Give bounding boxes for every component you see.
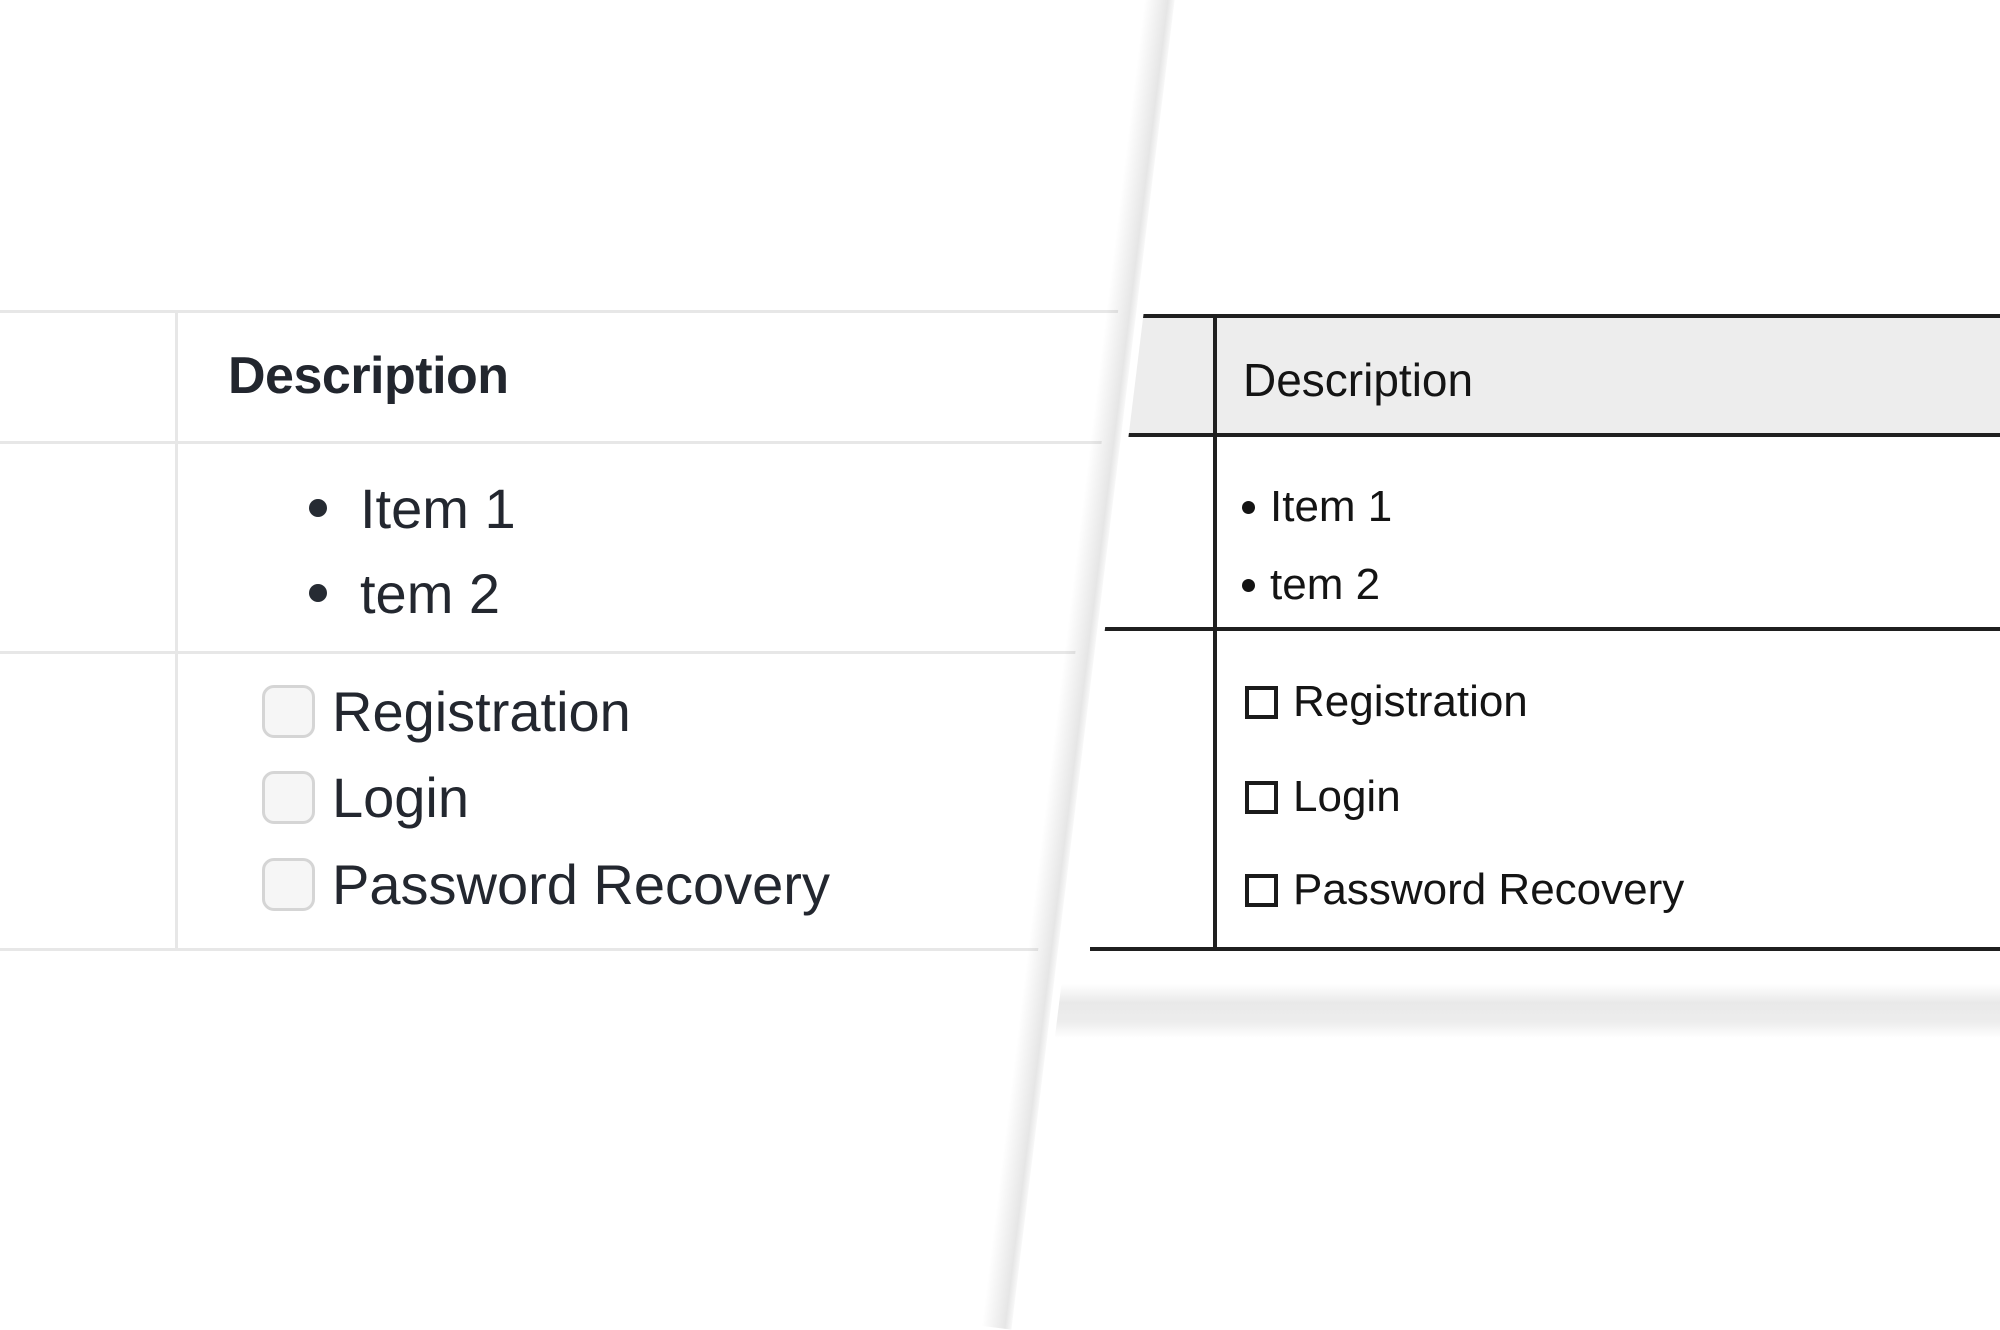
column-border <box>175 310 178 951</box>
list-item: tem 2 <box>1242 555 1380 615</box>
checkbox-login[interactable] <box>262 770 315 824</box>
list-item: Item 1 <box>309 476 516 540</box>
column-border <box>1213 314 1217 951</box>
table-top-border <box>1090 314 2000 318</box>
checkbox-glyph-icon <box>1245 685 1278 719</box>
checkbox-glyph-icon <box>1245 780 1278 814</box>
task-item-label: Password Recovery <box>1293 865 1685 914</box>
column-header-label: Description <box>228 346 509 405</box>
bullet-icon <box>309 499 327 517</box>
table-bottom-border <box>1090 947 2000 951</box>
list-item-label: Item 1 <box>1270 482 1393 531</box>
table-bottom-border <box>0 948 1157 951</box>
task-item: Password Recovery <box>262 853 830 916</box>
exported-page-panel: Description Item 1 tem 2 Registration Lo… <box>1040 314 2000 1038</box>
checkbox-password-recovery[interactable] <box>262 857 315 911</box>
task-item: Login <box>262 766 469 829</box>
task-item: Password Recovery <box>1245 860 1684 920</box>
task-item-label: Registration <box>332 679 631 743</box>
task-item-label: Registration <box>1293 677 1528 726</box>
list-item-label: tem 2 <box>360 561 501 625</box>
list-item-label: tem 2 <box>1270 560 1381 609</box>
task-item: Registration <box>262 680 631 743</box>
checkbox-registration[interactable] <box>262 684 315 738</box>
list-item-label: Item 1 <box>360 476 516 540</box>
bullet-icon <box>1242 500 1255 514</box>
task-item-label: Login <box>1293 772 1401 821</box>
app-table-panel: Description Item 1 tem 2 Registration Lo… <box>0 310 1157 951</box>
description-column-header: Description <box>228 310 509 441</box>
bullet-icon <box>1242 578 1255 592</box>
task-item-label: Password Recovery <box>332 852 830 916</box>
task-item: Registration <box>1245 672 1528 732</box>
row-divider <box>1090 627 2000 631</box>
header-row-border <box>0 441 1157 444</box>
task-item: Login <box>1245 767 1401 827</box>
task-item-label: Login <box>332 765 470 829</box>
list-item: tem 2 <box>309 561 501 625</box>
page-bottom-shadow <box>1040 984 2000 1038</box>
column-header-label: Description <box>1243 353 1474 406</box>
list-item: Item 1 <box>1242 477 1392 537</box>
table-top-border <box>0 310 1157 313</box>
header-row-border <box>1090 433 2000 437</box>
header-row-background <box>1090 318 2000 433</box>
bullet-icon <box>309 584 327 602</box>
checkbox-glyph-icon <box>1245 873 1278 907</box>
row-divider <box>0 651 1157 654</box>
description-column-header: Description <box>1243 322 1473 437</box>
